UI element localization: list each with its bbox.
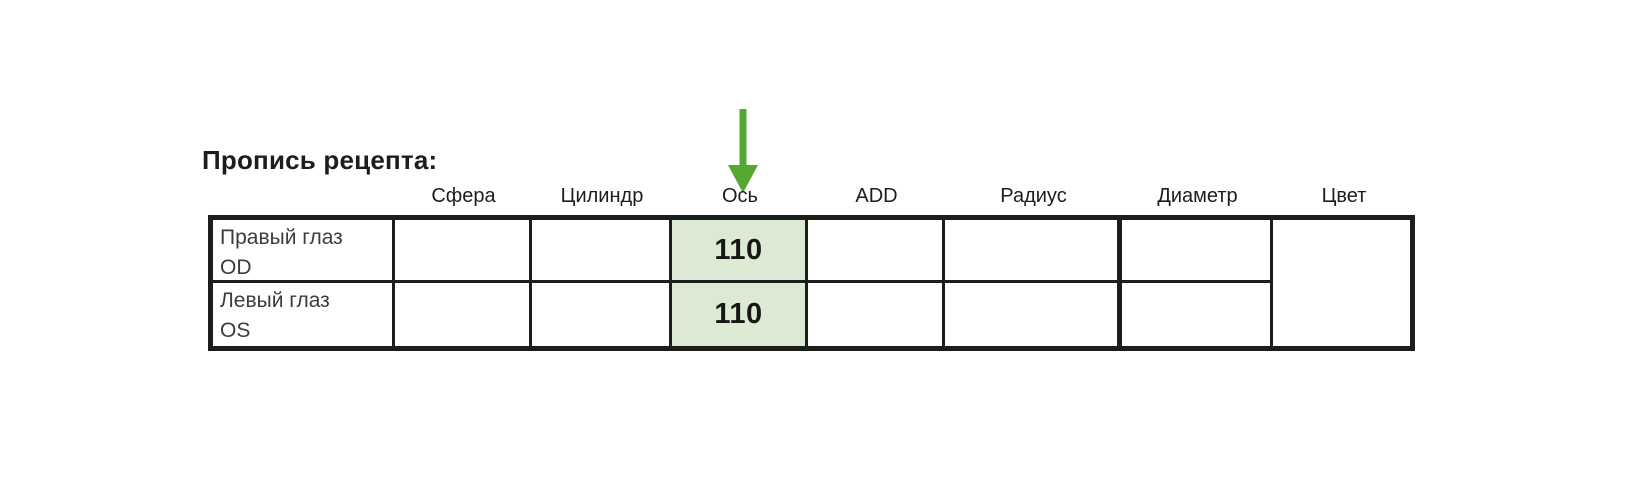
column-header-sphere: Сфера	[431, 185, 496, 207]
row-label-text: Левый глаз	[220, 289, 330, 312]
column-header-radius: Радиус	[1000, 185, 1067, 207]
cell-od-diameter	[1122, 220, 1273, 283]
prescription-table: Правый глаз OD 110 Левый глаз OS 110	[208, 215, 1415, 351]
cell-od-radius	[945, 220, 1122, 283]
cell-os-add	[808, 283, 945, 346]
down-arrow-icon	[728, 109, 758, 193]
row-label-text: Правый глаз	[220, 226, 343, 249]
cell-os-diameter	[1122, 283, 1273, 346]
column-header-cylinder: Цилиндр	[560, 185, 644, 207]
row-label-abbr: OS	[220, 319, 251, 342]
row-label-abbr: OD	[220, 256, 252, 279]
cell-os-radius	[945, 283, 1122, 346]
row-label-right-eye: Правый глаз OD	[213, 220, 395, 283]
cell-od-cylinder	[532, 220, 672, 283]
cell-od-add	[808, 220, 945, 283]
cell-od-sphere	[395, 220, 532, 283]
cell-os-cylinder	[532, 283, 672, 346]
page-title: Пропись рецепта:	[202, 145, 438, 175]
cell-color	[1273, 220, 1410, 346]
row-label-left-eye: Левый глаз OS	[213, 283, 395, 346]
column-header-diameter: Диаметр	[1157, 185, 1238, 207]
cell-os-axis: 110	[672, 283, 808, 346]
column-header-axis: Ось	[722, 185, 758, 207]
column-header-add: ADD	[855, 185, 898, 207]
table-column-headers: Сфера Цилиндр Ось ADD Радиус Диаметр Цве…	[208, 180, 1415, 208]
cell-os-sphere	[395, 283, 532, 346]
cell-od-axis: 110	[672, 220, 808, 283]
column-header-color: Цвет	[1321, 185, 1367, 207]
